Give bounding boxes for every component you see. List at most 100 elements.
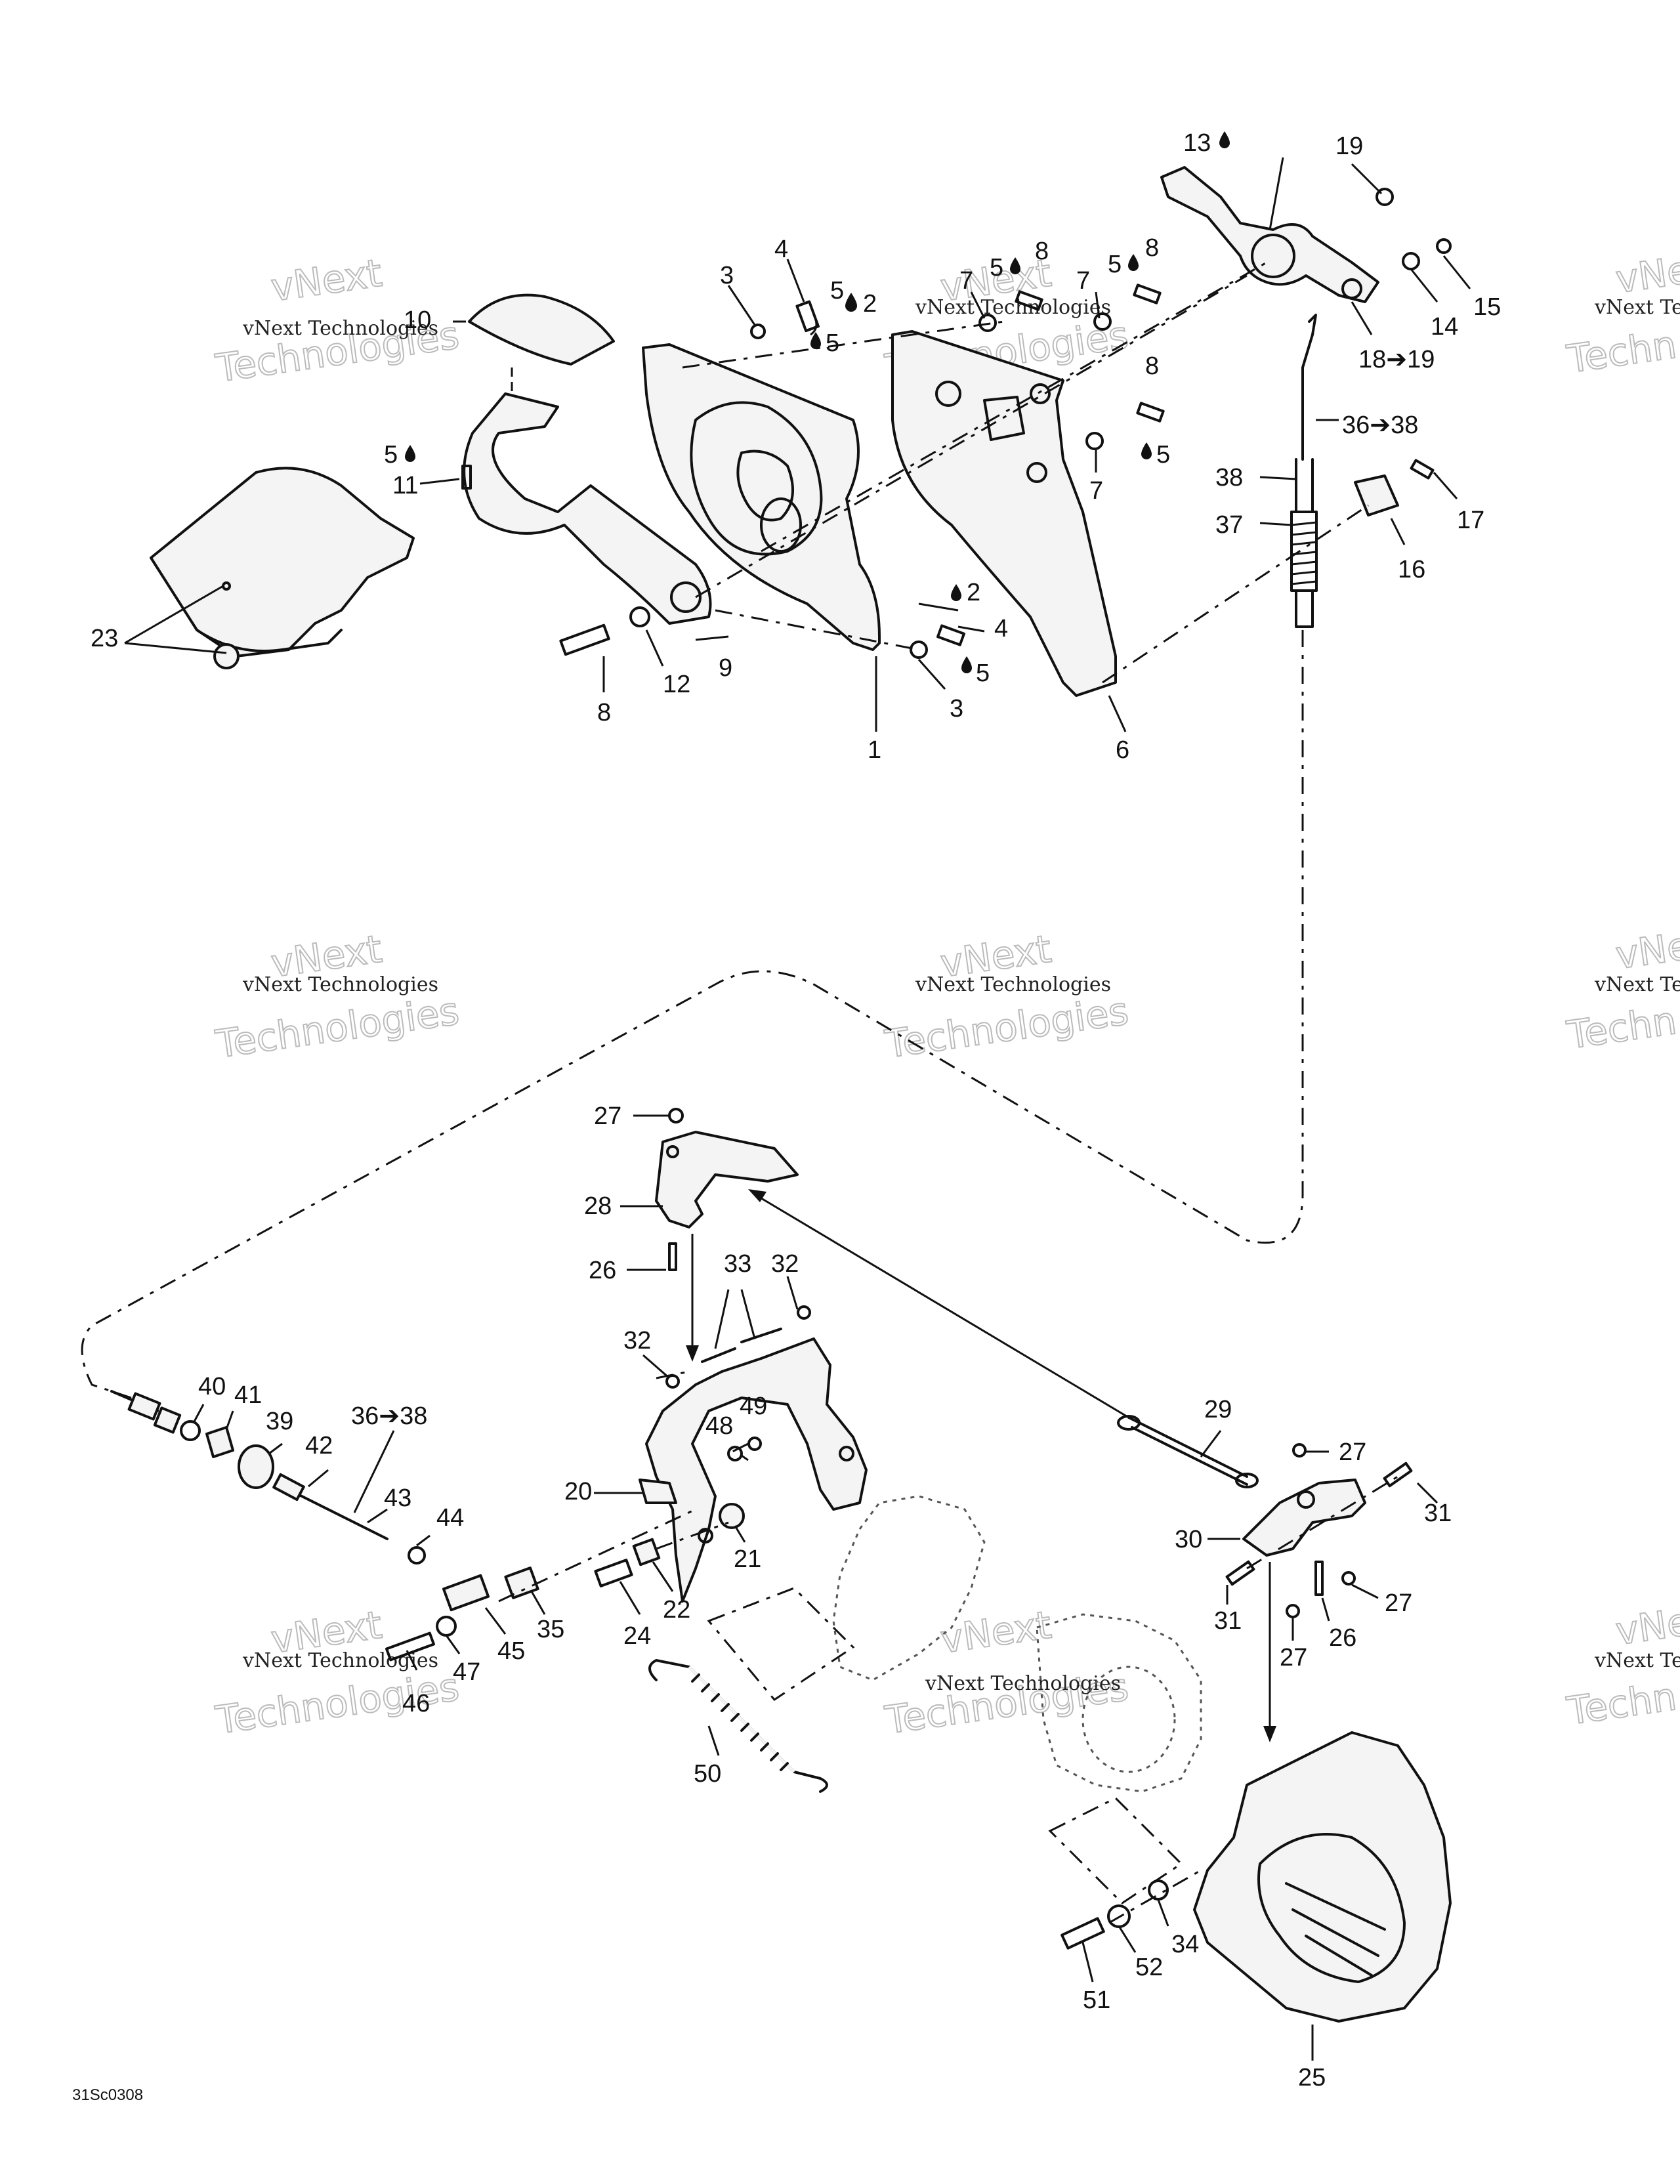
- droplet-icon: [1219, 131, 1230, 148]
- callout-51: 51: [1083, 1986, 1110, 2014]
- callout-39: 39: [266, 1408, 293, 1435]
- callout-5: 5: [830, 277, 844, 304]
- bolt-8a: [1015, 290, 1043, 311]
- watermark-partial-big-top: vNe: [1613, 1599, 1680, 1654]
- callout-30: 30: [1175, 1526, 1202, 1553]
- part-9-lever: [463, 392, 712, 625]
- callout-35: 35: [537, 1616, 564, 1643]
- part-47-washer: [436, 1616, 457, 1637]
- ghost-outline: [1048, 1797, 1183, 1904]
- part-40-nut: [180, 1420, 201, 1441]
- part-20-frame: [645, 1337, 868, 1603]
- pin-33b: [740, 1328, 782, 1343]
- callout-13: 13: [1183, 129, 1211, 157]
- screw-31b: [1225, 1560, 1255, 1586]
- assembly-lines-top: [682, 261, 1369, 684]
- washer-7a: [978, 314, 997, 332]
- watermark-big-top: vNext: [268, 251, 385, 310]
- callout-50: 50: [694, 1760, 721, 1788]
- callout-5: 5: [1156, 441, 1170, 469]
- callout-3: 3: [720, 262, 734, 289]
- part-44-nut: [408, 1546, 426, 1564]
- callout-8: 8: [1145, 352, 1159, 380]
- nut-49: [747, 1437, 762, 1451]
- bracket-hole: [1297, 1490, 1315, 1509]
- watermark-partial-big-top: vNe: [1613, 923, 1680, 978]
- callout-4: 4: [774, 236, 788, 263]
- callout-21: 21: [734, 1545, 761, 1573]
- part-16-bracket: [1354, 474, 1399, 516]
- callout-27: 27: [1385, 1589, 1412, 1617]
- callout-6: 6: [1116, 736, 1129, 764]
- callout-17: 17: [1457, 507, 1484, 534]
- callout-7: 7: [1089, 477, 1103, 505]
- droplet-icon: [961, 656, 972, 673]
- nut-15: [1436, 238, 1452, 254]
- droplet-icon: [1141, 442, 1152, 459]
- part-45-sleeve: [442, 1574, 490, 1612]
- pin-33a: [701, 1347, 736, 1363]
- frame-tab: [639, 1479, 677, 1504]
- plate-hole: [1026, 462, 1047, 483]
- washer-12: [629, 606, 650, 627]
- rod-end: [1235, 1473, 1259, 1488]
- cable-route: [81, 630, 1304, 1399]
- callout-27: 27: [1339, 1438, 1366, 1466]
- part-35-spacer: [504, 1566, 539, 1599]
- part-28-bracket: [655, 1131, 799, 1228]
- callout-3: 3: [950, 695, 963, 723]
- callout-44: 44: [436, 1504, 464, 1532]
- plate-hole: [935, 381, 961, 407]
- callout-5: 5: [976, 660, 990, 687]
- arrow-diagonal: [754, 1193, 1129, 1419]
- nut-27a: [668, 1108, 684, 1124]
- drawing-code: 31Sc0308: [72, 2086, 143, 2104]
- callout-48: 48: [705, 1412, 733, 1440]
- part-29-rod: [1127, 1416, 1248, 1486]
- bolt-8c: [1136, 402, 1165, 423]
- bolt-4b: [936, 624, 965, 646]
- callout-18-to-19: 18➔19: [1358, 346, 1435, 373]
- screw-31a: [1383, 1461, 1413, 1488]
- callout-33: 33: [724, 1250, 751, 1278]
- washer-3b: [910, 640, 928, 659]
- lever-pivot: [670, 581, 702, 613]
- callout-43: 43: [384, 1484, 411, 1512]
- callout-2: 2: [863, 290, 877, 318]
- callout-31: 31: [1214, 1607, 1242, 1635]
- droplet-icon: [1128, 254, 1139, 271]
- part-42-end: [272, 1473, 305, 1502]
- callout-16: 16: [1398, 556, 1425, 583]
- part-41-clip: [205, 1426, 234, 1458]
- ghost-pump-housing: [832, 1495, 986, 1681]
- panel-knob: [213, 643, 240, 669]
- watermark-small: vNext Technologies: [242, 973, 438, 996]
- watermark-partial-big-bottom: Techn: [1564, 998, 1679, 1058]
- callout-12: 12: [663, 671, 690, 698]
- callout-36-to-38: 36➔38: [351, 1402, 427, 1430]
- watermark-partial-small: vNext Tec: [1594, 296, 1680, 319]
- washer-3a: [750, 324, 766, 339]
- assembly-lines-bottom: [498, 1370, 1398, 1924]
- panel-edge: [196, 629, 343, 652]
- arm-hub: [1251, 234, 1295, 278]
- droplet-icon: [951, 584, 961, 601]
- callout-41: 41: [234, 1381, 262, 1409]
- callout-27: 27: [594, 1102, 621, 1130]
- callout-40: 40: [198, 1373, 226, 1400]
- part-1-housing: [642, 343, 881, 651]
- callout-42: 42: [305, 1432, 333, 1460]
- part-21-bushing: [719, 1503, 745, 1529]
- watermark-big-bottom: Technologies: [882, 988, 1131, 1066]
- nut-19: [1376, 188, 1394, 206]
- left-cable-end: [110, 1390, 539, 1662]
- watermark-partial-small: vNext Tec: [1594, 1649, 1680, 1672]
- callout-37: 37: [1215, 511, 1243, 539]
- callout-45: 45: [497, 1637, 525, 1665]
- cable-rod: [1301, 314, 1317, 461]
- callout-46: 46: [402, 1690, 430, 1717]
- callout-23: 23: [91, 625, 118, 652]
- callout-10: 10: [404, 306, 431, 334]
- pin-26b: [1314, 1561, 1324, 1596]
